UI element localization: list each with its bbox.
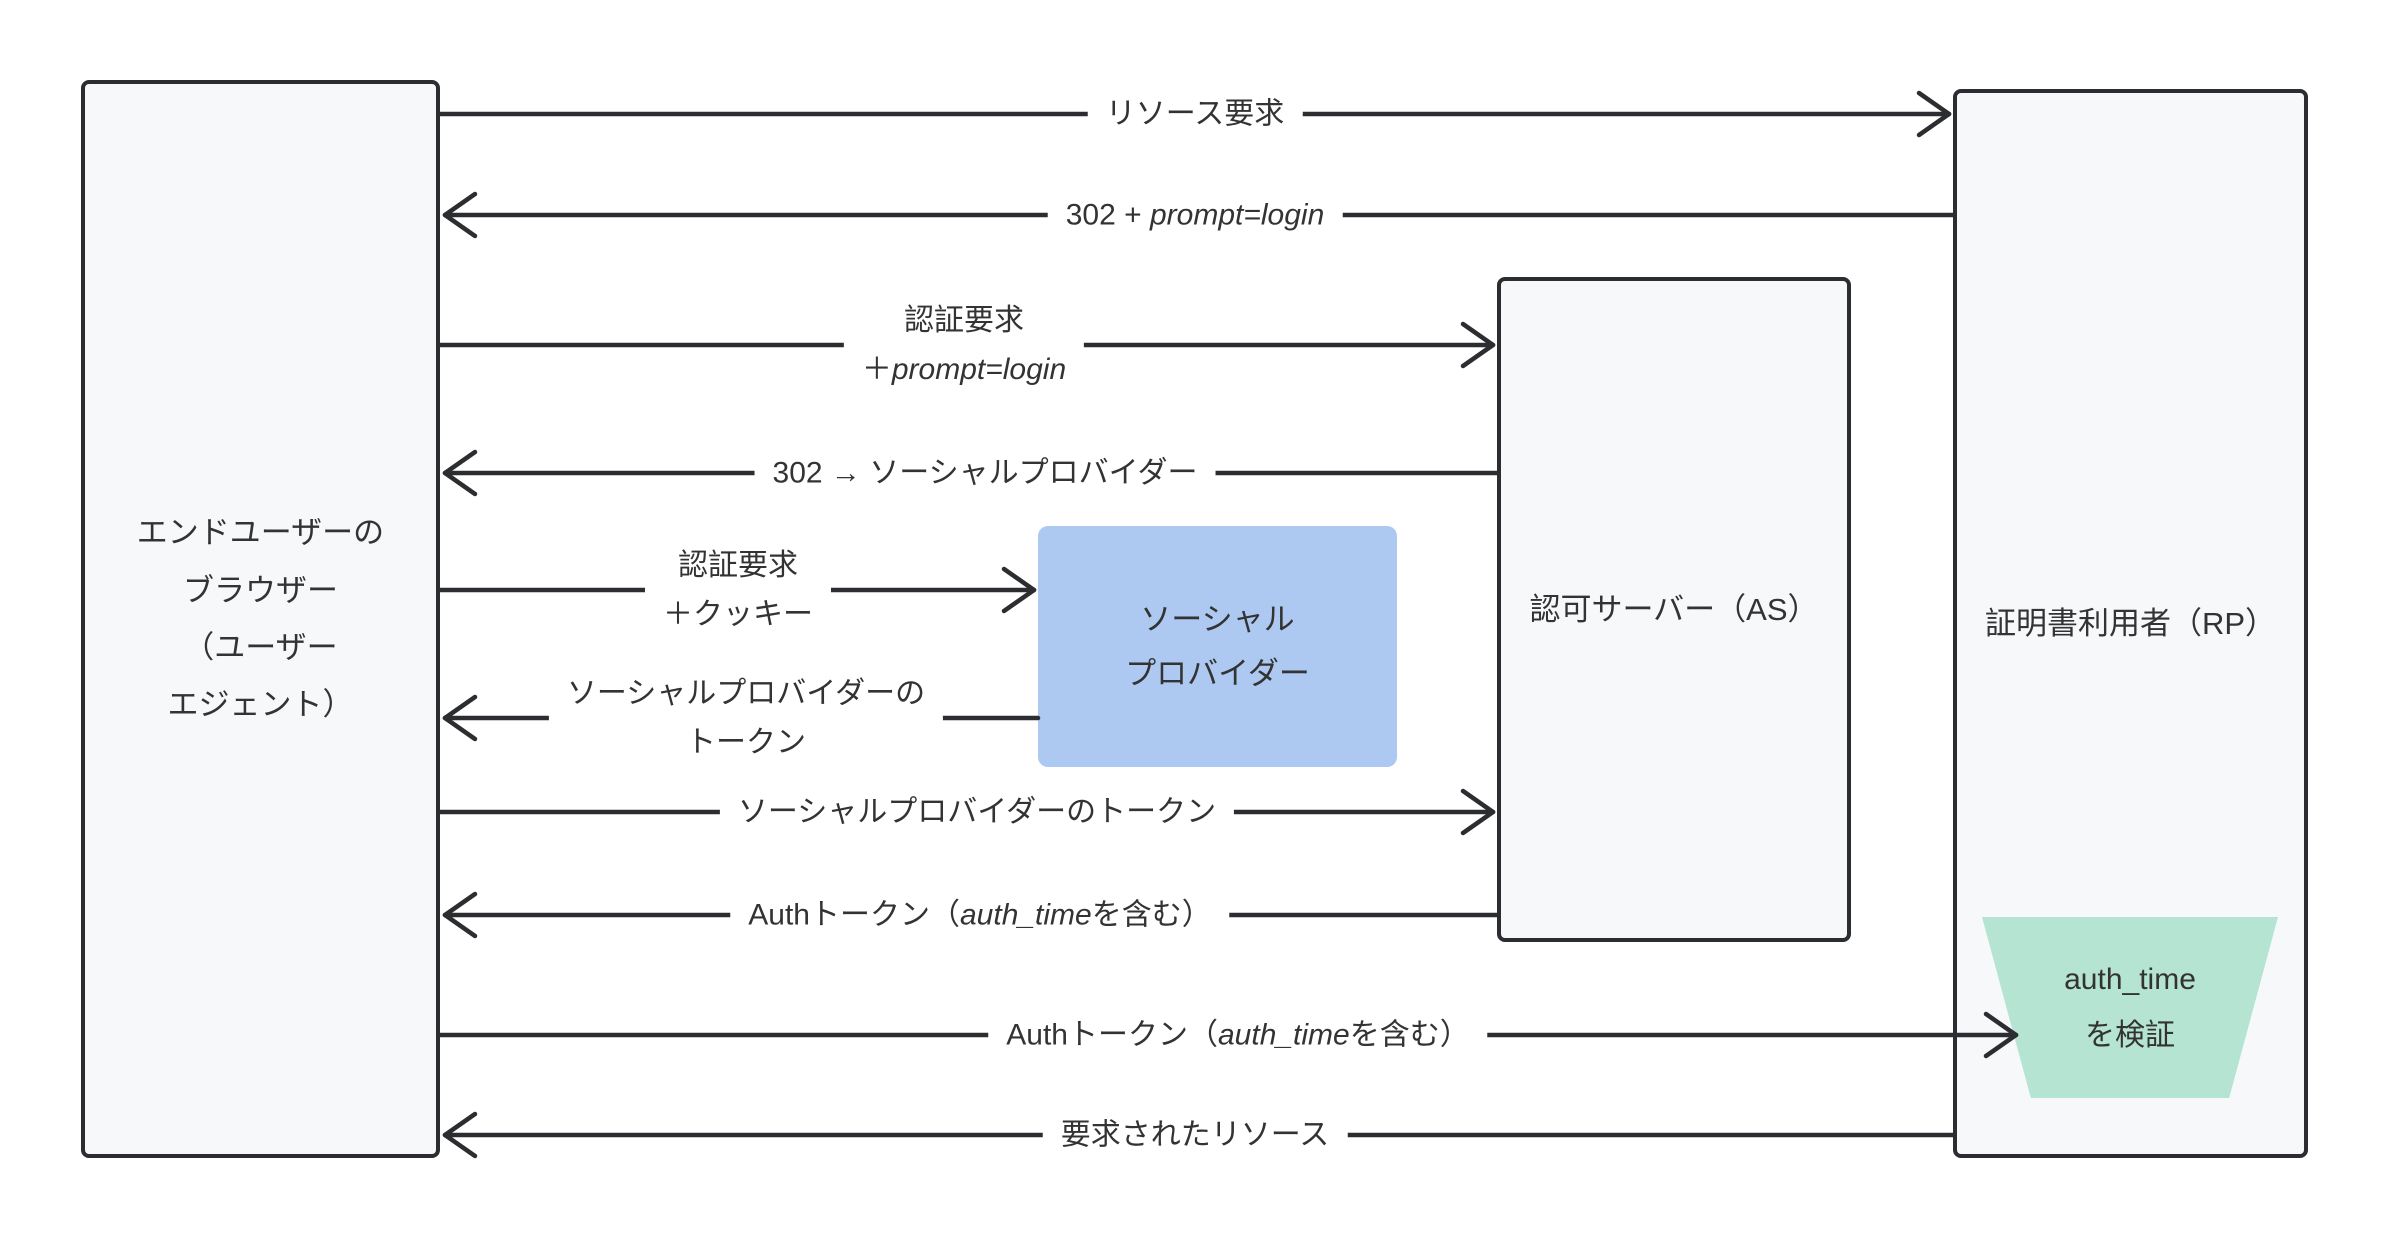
arrow-label-2: 302 + prompt=login — [1047, 188, 1343, 242]
arrow-line — [1916, 90, 1952, 117]
arrow-label-text: リソース要求 — [1105, 97, 1285, 131]
browser-label-line: （ユーザー — [183, 630, 338, 665]
arrow-line — [442, 449, 478, 476]
browser-label-line: エジェント） — [167, 687, 354, 723]
arrow-label-text: Authトークン（auth_timeを含む） — [1006, 1018, 1470, 1052]
browser-label: エンドユーザーの ブラウザー （ユーザー エジェント） — [137, 504, 384, 733]
browser-box: エンドユーザーの ブラウザー （ユーザー エジェント） — [81, 80, 440, 1158]
arrow-label-text: ソーシャルプロバイダーの — [566, 676, 926, 710]
social-provider-label: ソーシャル プロバイダー — [1125, 593, 1310, 700]
arrow-label-text: 302 → ソーシャルプロバイダー — [772, 456, 1198, 490]
arrow-label-4: 302 → ソーシャルプロバイダー — [754, 446, 1216, 500]
arrow-line — [442, 1132, 478, 1159]
arrow-label-1: リソース要求 — [1087, 87, 1303, 141]
arrow-label-6: ソーシャルプロバイダーのトークン — [548, 666, 944, 770]
arrow-line — [442, 715, 478, 742]
verify-auth-time-label: auth_time を検証 — [2064, 952, 2196, 1063]
browser-label-line: ブラウザー — [182, 572, 338, 608]
browser-label-line: エンドユーザーの — [136, 515, 385, 551]
arrow-line — [442, 891, 478, 918]
arrow-line — [442, 470, 478, 497]
social-provider-label-line: プロバイダー — [1125, 655, 1310, 691]
arrow-label-5: 認証要求 ＋クッキー — [645, 538, 831, 642]
arrow-line — [442, 212, 478, 239]
verify-auth-time-label-line: auth_time — [2064, 963, 2196, 996]
arrow-label-9: Authトークン（auth_timeを含む） — [988, 1008, 1488, 1062]
arrow-line — [1460, 321, 1496, 348]
arrow-line — [1916, 111, 1952, 138]
social-provider-label-line: ソーシャル — [1140, 602, 1295, 638]
arrow-label-text: 認証要求 — [904, 303, 1024, 337]
arrow-line — [1460, 809, 1496, 836]
arrow-line — [1001, 566, 1037, 593]
auth-server-box: 認可サーバー（AS） — [1497, 277, 1851, 942]
arrow-label-10: 要求されたリソース — [1042, 1108, 1348, 1162]
arrow-label-text: Authトークン（auth_timeを含む） — [748, 898, 1212, 932]
arrow-line — [1460, 788, 1496, 815]
arrow-line — [442, 1111, 478, 1138]
arrow-label-text: ＋クッキー — [663, 598, 813, 631]
verify-auth-time-label-line: を検証 — [2085, 1018, 2175, 1052]
social-provider-box: ソーシャル プロバイダー — [1038, 526, 1397, 767]
arrow-label-text: ソーシャルプロバイダーのトークン — [737, 795, 1217, 829]
arrow-label-text: 認証要求 — [678, 548, 798, 582]
verify-auth-time-shape: auth_time を検証 — [1982, 917, 2278, 1098]
arrow-label-8: Authトークン（auth_timeを含む） — [730, 888, 1230, 942]
arrow-label-text: トークン — [685, 726, 806, 759]
arrow-line — [442, 191, 478, 218]
arrow-line — [442, 912, 478, 939]
arrow-line — [1001, 587, 1037, 614]
arrow-label-text: 302 + prompt=login — [1065, 198, 1325, 232]
arrow-line — [1460, 342, 1496, 369]
arrow-label-text: ＋prompt=login — [861, 353, 1067, 386]
arrow-line — [442, 694, 478, 721]
arrow-label-3: 認証要求 ＋prompt=login — [843, 293, 1085, 397]
relying-party-label: 証明書利用者（RP） — [1984, 605, 2277, 641]
arrow-label-text: 要求されたリソース — [1060, 1118, 1330, 1152]
arrow-label-7: ソーシャルプロバイダーのトークン — [719, 785, 1235, 839]
auth-server-label: 認可サーバー（AS） — [1529, 591, 1819, 627]
